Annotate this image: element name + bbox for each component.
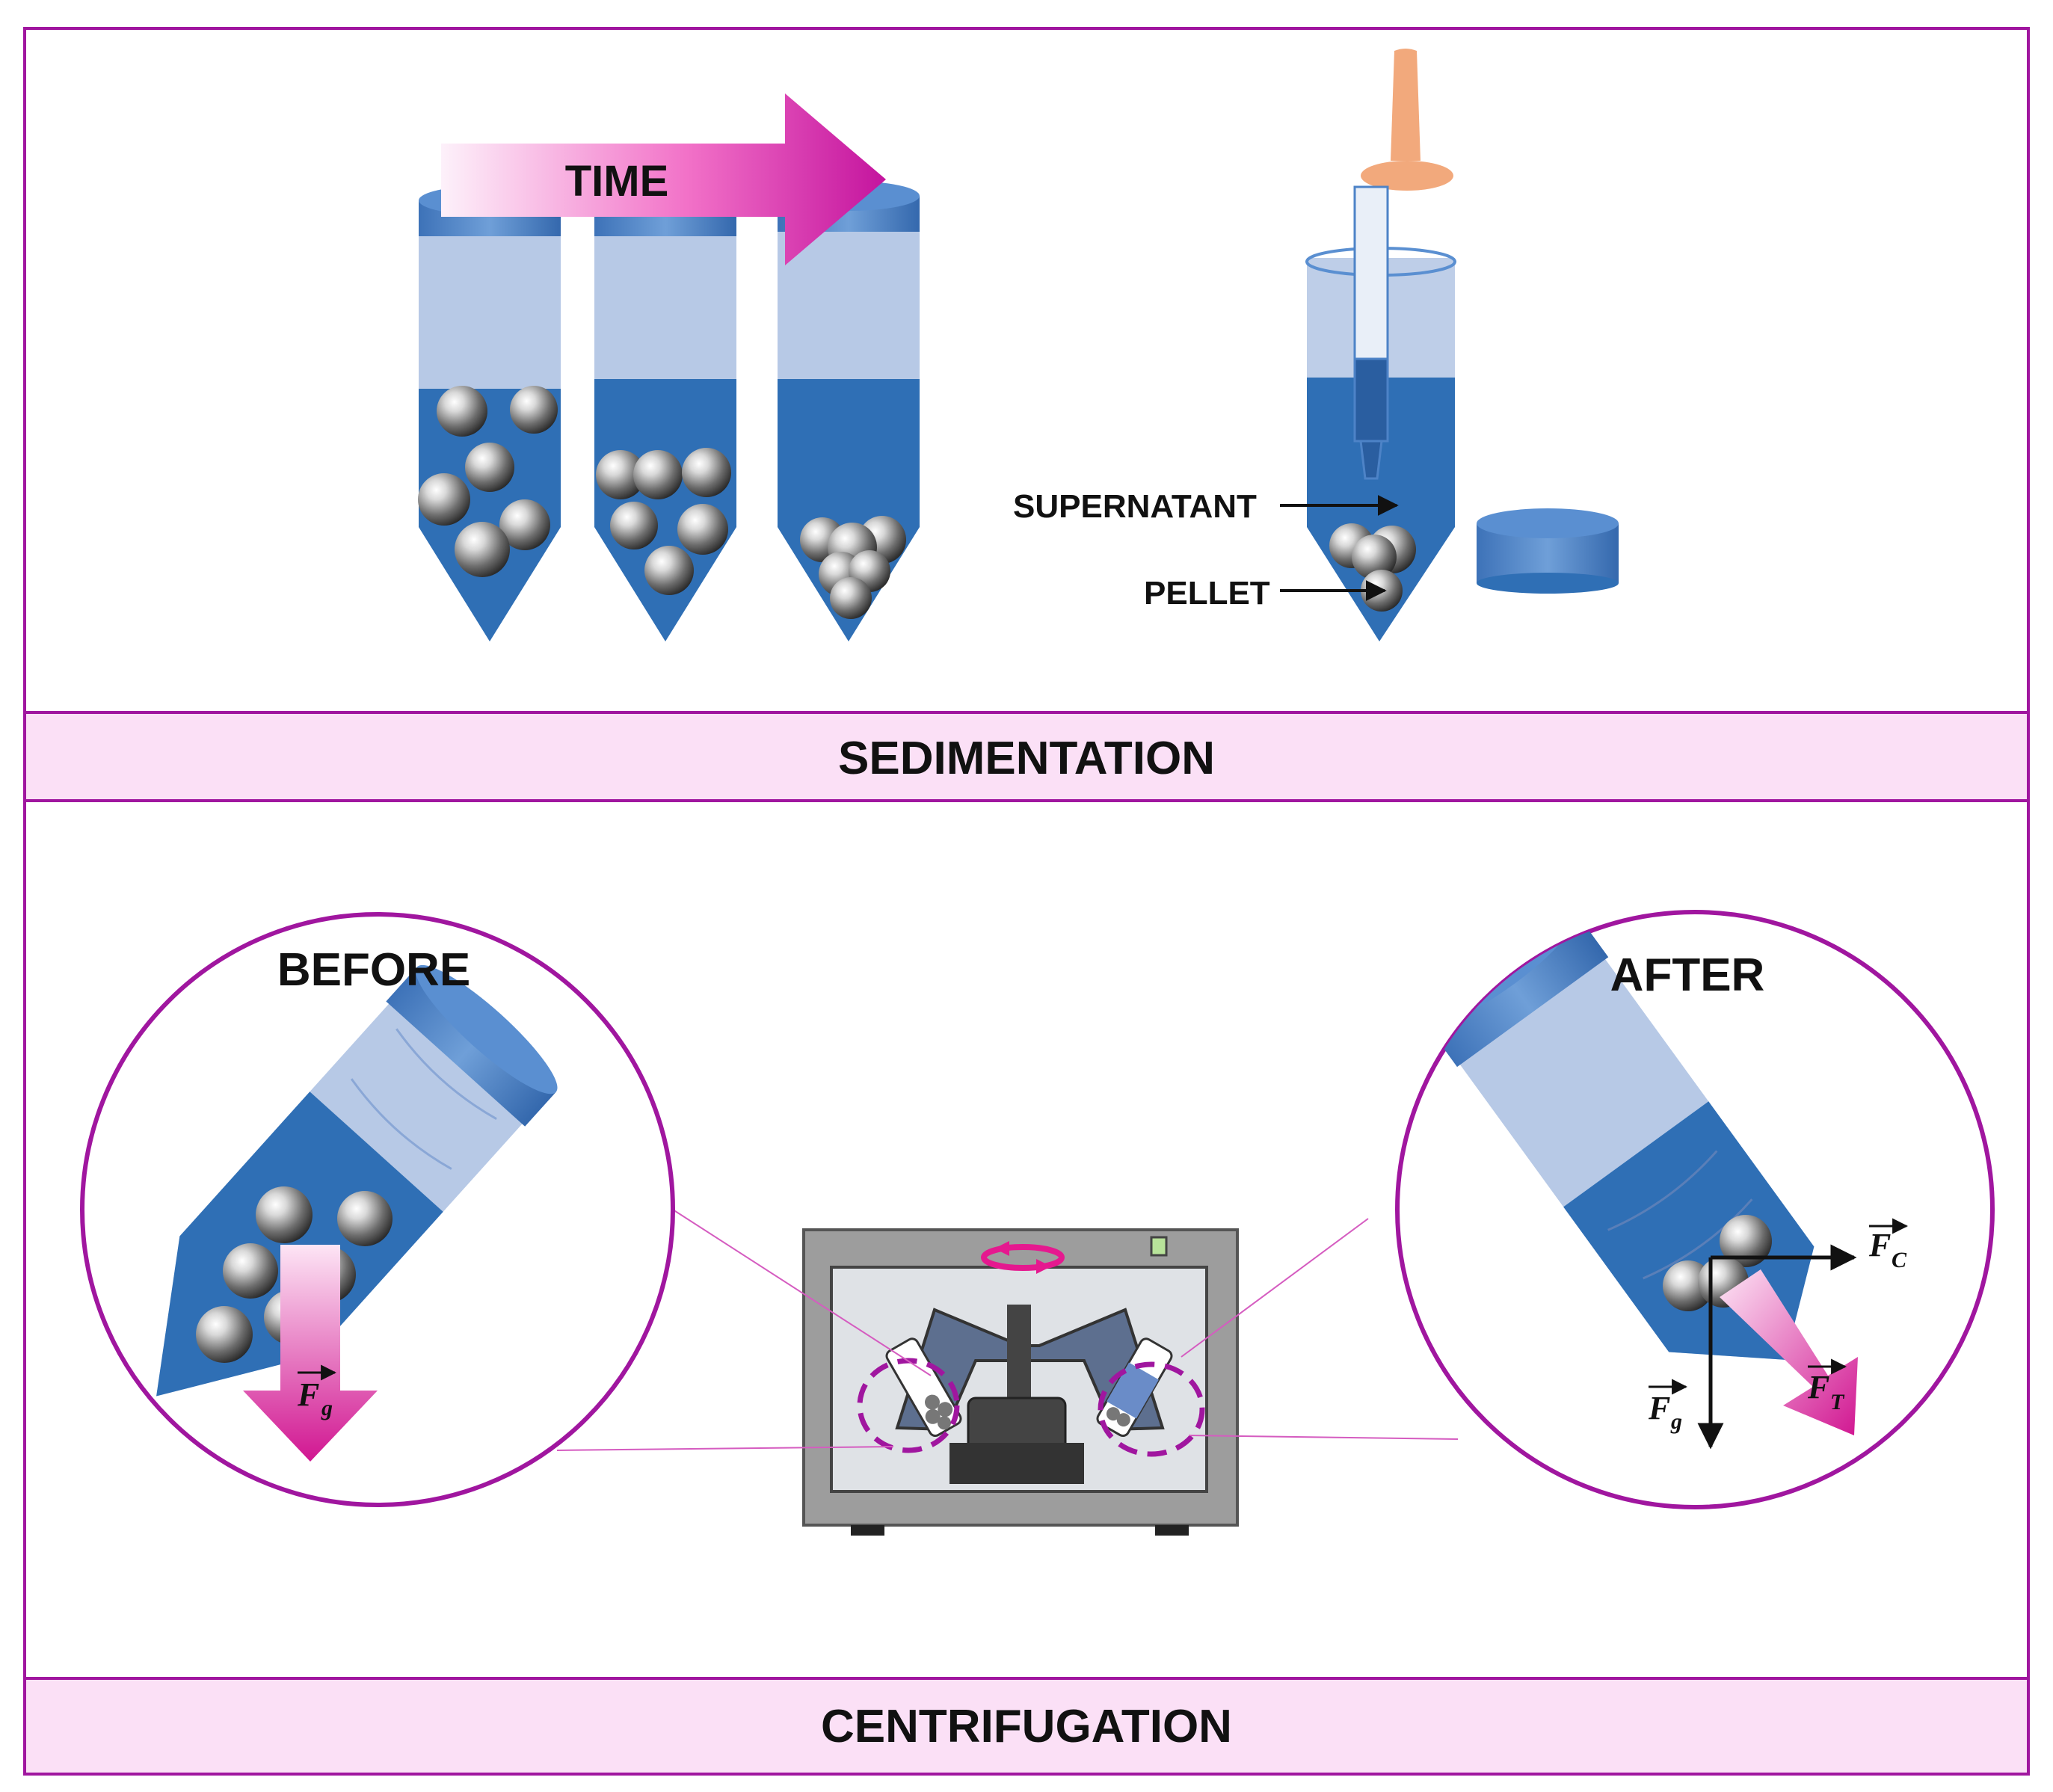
total-force-arrow [1720,1269,1858,1435]
pellet-particles [1329,523,1416,612]
before-label: BEFORE [277,944,470,996]
particles-tube-1 [418,386,558,577]
sedimentation-band [23,711,2030,802]
fg-after-sub: g [1670,1409,1682,1434]
rotation-arrows-icon [981,1241,1065,1274]
ft-sub: T [1830,1390,1845,1414]
top-panel-frame [23,27,2030,804]
ft-base: F [1807,1369,1829,1405]
gravity-force-label-before: F g [297,1364,337,1420]
fg-after-base: F [1648,1390,1670,1426]
fg-before-base: F [297,1376,319,1413]
sedimentation-title: SEDIMENTATION [838,733,1215,784]
after-label: AFTER [1610,949,1765,1001]
pellet-label: PELLET [1144,575,1270,612]
fg-before-sub: g [321,1396,333,1420]
supernatant-label: SUPERNATANT [1013,488,1257,525]
gravity-arrow-before [243,1245,378,1462]
zoom-connectors [556,1209,1459,1451]
time-label: TIME [565,157,669,206]
right-tube-highlight [1098,1361,1205,1457]
pipette [1353,49,1453,480]
centrifugation-band [23,1677,2030,1776]
fc-sub: C [1892,1248,1907,1272]
particles-tube-3 [800,516,906,619]
centrifugal-force-label: F C [1868,1218,1909,1272]
particles-tube-2 [596,448,731,595]
fc-base: F [1868,1227,1891,1263]
loose-cap [1477,508,1619,594]
centrifuge [802,1228,1239,1536]
indicator-light [1150,1236,1168,1257]
total-force-label: F T [1807,1358,1847,1414]
centrifugation-title: CENTRIFUGATION [821,1701,1232,1752]
time-arrow: TIME [441,93,886,265]
gravity-force-label-after: F g [1648,1379,1688,1434]
